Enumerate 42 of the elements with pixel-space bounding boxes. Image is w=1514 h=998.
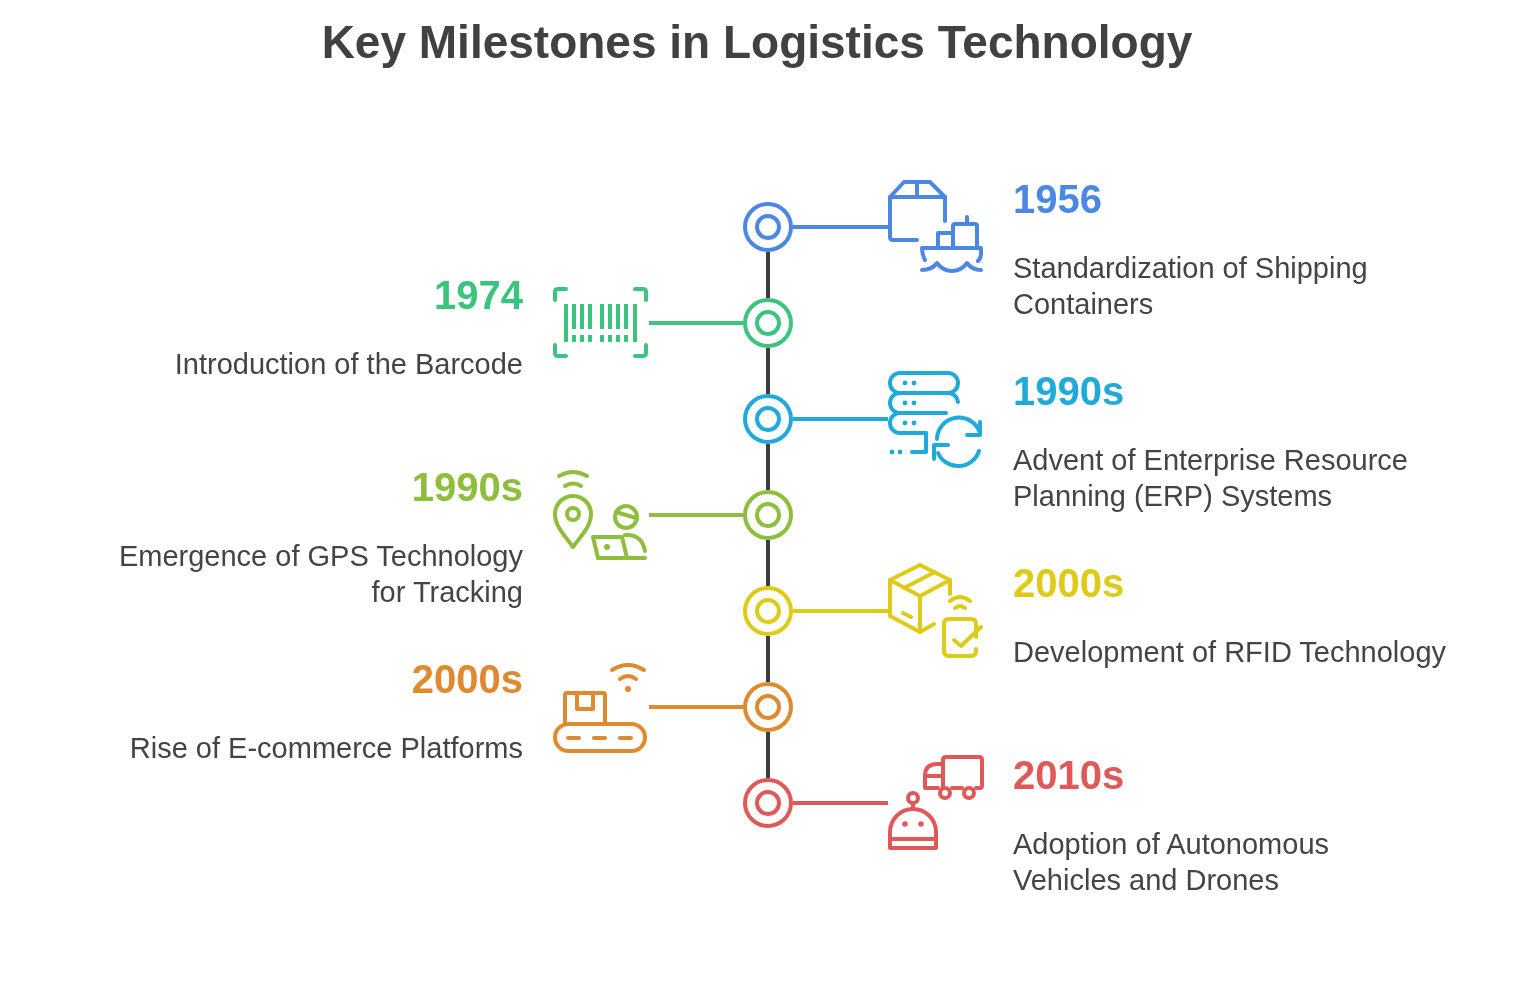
box-and-ship-icon: [888, 180, 984, 274]
connector-line: [766, 444, 770, 490]
year-label: 2010s: [1013, 752, 1125, 798]
robot-and-truck-icon: [888, 755, 984, 850]
timeline-ring-marker: [743, 778, 793, 828]
year-label: 2000s: [411, 656, 523, 702]
connector-line: [766, 540, 770, 586]
milestone-description: Introduction of the Barcode: [174, 347, 523, 382]
conveyor-belt-box-icon: [553, 660, 649, 753]
server-sync-icon: [888, 371, 984, 466]
year-label: 1956: [1013, 176, 1102, 222]
timeline-ring-marker: [743, 586, 793, 636]
milestone-description: Standardization of Shipping Containers: [1013, 251, 1369, 322]
milestone-description: Development of RFID Technology: [1013, 635, 1447, 670]
connector-line: [649, 321, 743, 325]
connector-line: [766, 252, 770, 298]
timeline-ring-marker: [743, 394, 793, 444]
barcode-scan-icon: [553, 287, 649, 358]
milestone-description: Emergence of GPS Technology for Tracking: [117, 539, 523, 610]
timeline-ring-marker: [743, 490, 793, 540]
year-label: 1990s: [411, 464, 523, 510]
connector-line: [793, 801, 888, 805]
connector-line: [793, 225, 888, 229]
year-label: 1990s: [1013, 368, 1125, 414]
connector-line: [766, 636, 770, 682]
box-and-wireless-check-icon: [888, 563, 984, 658]
timeline-ring-marker: [743, 298, 793, 348]
connector-line: [649, 513, 743, 517]
milestone-description: Advent of Enterprise Resource Planning (ERP) Systems: [1013, 443, 1409, 514]
connector-line: [766, 732, 770, 778]
connector-line: [793, 609, 888, 613]
connector-line: [766, 348, 770, 394]
connector-line: [793, 417, 888, 421]
title: Key Milestones in Logistics Technology: [321, 15, 1193, 69]
connector-line: [649, 705, 743, 709]
year-label: 2000s: [1013, 560, 1125, 606]
year-label: 1974: [434, 272, 523, 318]
location-pin-and-person-with-laptop-icon: [553, 467, 649, 562]
milestone-description: Rise of E-commerce Platforms: [129, 731, 523, 766]
timeline-ring-marker: [743, 202, 793, 252]
timeline-ring-marker: [743, 682, 793, 732]
milestone-description: Adoption of Autonomous Vehicles and Drones: [1013, 827, 1330, 898]
